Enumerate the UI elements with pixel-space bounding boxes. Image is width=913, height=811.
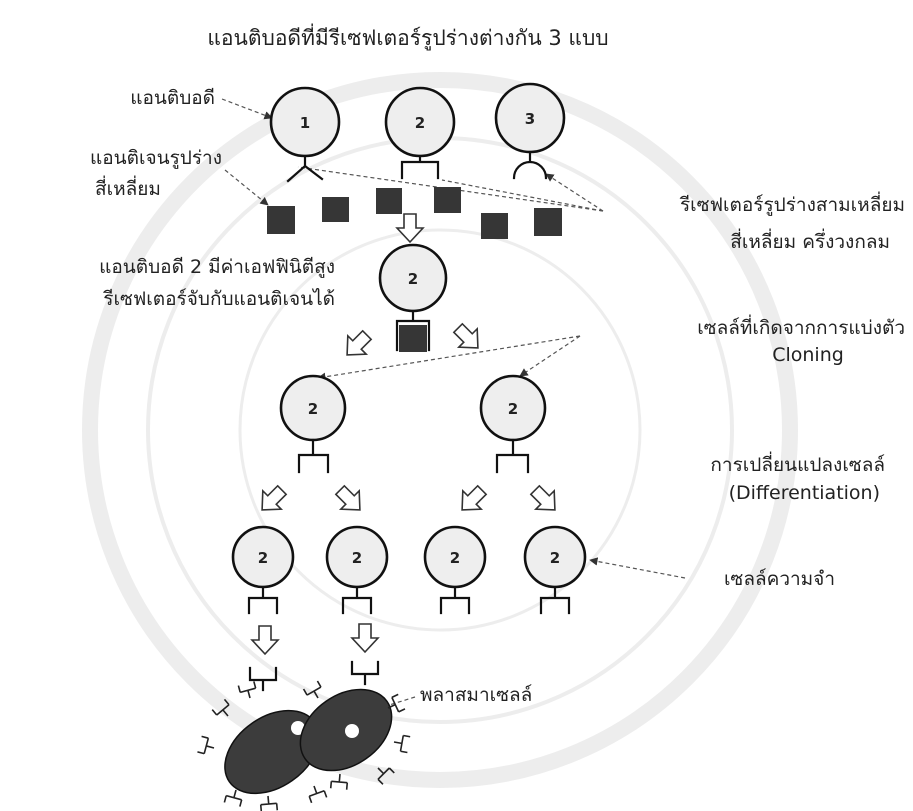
released-antibodies: [197, 680, 411, 811]
cell-number: 2: [508, 400, 518, 418]
affinity-label-line2: รีเซฟเตอร์จับกับแอนติเจนได้: [102, 288, 335, 310]
released-antibody: [377, 767, 395, 785]
antigen-square: [481, 213, 508, 239]
square-receptor: [539, 585, 571, 615]
antigen-squares: [267, 187, 562, 239]
square-receptor: [341, 585, 373, 615]
released-antibody: [393, 734, 411, 754]
cloning-label-line1: เซลล์ที่เกิดจากการแบ่งตัว: [697, 314, 905, 339]
secreted-antibody: [248, 666, 278, 692]
secreted-antibody: [350, 660, 380, 686]
antigen-square: [376, 188, 402, 214]
triangle-receptor: [286, 154, 324, 183]
differentiated-cell-1: 2: [231, 525, 295, 615]
antigen-label-line2: สี่เหลี่ยม: [95, 175, 161, 200]
released-antibody: [302, 680, 322, 699]
antigen-label-line1: แอนติเจนรูปร่าง: [90, 147, 222, 169]
leader-antigen: [224, 169, 269, 206]
plasma-cell-nucleus: [345, 724, 359, 738]
affinity-label-line1: แอนติบอดี 2 มีค่าเอฟฟินิตีสูง: [99, 256, 335, 278]
semicircle-receptor: [512, 150, 548, 180]
plasma-cell-label: พลาสมาเซลล์: [420, 684, 532, 706]
initial-cell-3: 3: [494, 82, 566, 180]
differentiation-label-line2: (Differentiation): [729, 482, 880, 504]
cell-number: 2: [450, 549, 460, 567]
released-antibody: [387, 693, 406, 713]
down-right-arrow-icon: [334, 484, 361, 511]
cell-number: 2: [308, 400, 318, 418]
leader-clone-left: [317, 335, 581, 381]
selected-cell: 2: [378, 243, 448, 352]
plasma-cell-right: [299, 688, 393, 772]
cell-number: 2: [550, 549, 560, 567]
down-arrow-icon: [395, 213, 425, 244]
square-receptor: [400, 154, 440, 180]
initial-cell-2: 2: [384, 86, 456, 180]
released-antibody: [197, 735, 215, 755]
down-arrow-icon: [250, 625, 280, 656]
initial-cell-1: 1: [269, 86, 341, 183]
released-antibody: [223, 789, 243, 807]
leader-receptor-square: [441, 179, 604, 212]
square-receptor: [395, 309, 431, 352]
released-antibody: [211, 698, 230, 717]
leader-plasma-cell: [369, 696, 416, 713]
released-antibody: [237, 681, 257, 699]
clone-cell-left: 2: [279, 374, 347, 474]
antigen-square: [267, 206, 295, 234]
down-arrow-icon: [350, 623, 380, 654]
down-right-arrow-icon: [529, 484, 556, 511]
down-right-arrow-icon: [452, 322, 479, 349]
memory-cell: 2: [523, 525, 587, 615]
released-antibody: [259, 795, 279, 811]
antigen-square: [534, 208, 562, 236]
down-left-arrow-icon: [261, 484, 288, 511]
diagram-title: แอนติบอดีที่มีรีเซฟเตอร์รูปร่างต่างกัน 3…: [207, 23, 608, 51]
leader-clone-right: [519, 335, 581, 377]
differentiation-label-line1: การเปลี่ยนแปลงเซลล์: [710, 451, 885, 476]
clone-cell-right: 2: [479, 374, 547, 474]
square-receptor: [247, 585, 279, 615]
cell-number: 2: [415, 114, 425, 132]
down-left-arrow-icon: [461, 484, 488, 511]
antigen-square: [322, 197, 349, 222]
bound-antigen-square: [399, 325, 427, 352]
leader-receptor-semicircle: [545, 173, 604, 212]
released-antibody: [329, 773, 349, 790]
square-receptor: [297, 438, 330, 474]
receptor-label-line1: รีเซฟเตอร์รูปร่างสามเหลี่ยม: [679, 191, 905, 216]
receptor-label-line2: สี่เหลี่ยม ครึ่งวงกลม: [730, 228, 890, 253]
cell-number: 2: [258, 549, 268, 567]
down-left-arrow-icon: [346, 329, 373, 356]
cloning-label-line2: Cloning: [772, 344, 844, 366]
differentiated-cell-2: 2: [325, 525, 389, 615]
cell-number: 2: [408, 270, 418, 288]
cell-number: 1: [300, 114, 310, 132]
plasma-cell-nucleus: [291, 721, 305, 735]
memory-cell-label: เซลล์ความจำ: [724, 568, 835, 590]
plasma-cell-left: [224, 709, 320, 795]
watermark-seal: [82, 72, 798, 788]
leader-antibody: [221, 98, 273, 120]
cell-number: 3: [525, 110, 535, 128]
differentiated-cell-3: 2: [423, 525, 487, 615]
leader-lines: [221, 98, 686, 713]
cell-number: 2: [352, 549, 362, 567]
antibody-label: แอนติบอดี: [130, 87, 215, 109]
antigen-square: [434, 187, 461, 213]
released-antibody: [308, 785, 328, 804]
leader-memory-cell: [589, 557, 686, 579]
square-receptor: [439, 585, 471, 615]
square-receptor: [495, 438, 530, 474]
